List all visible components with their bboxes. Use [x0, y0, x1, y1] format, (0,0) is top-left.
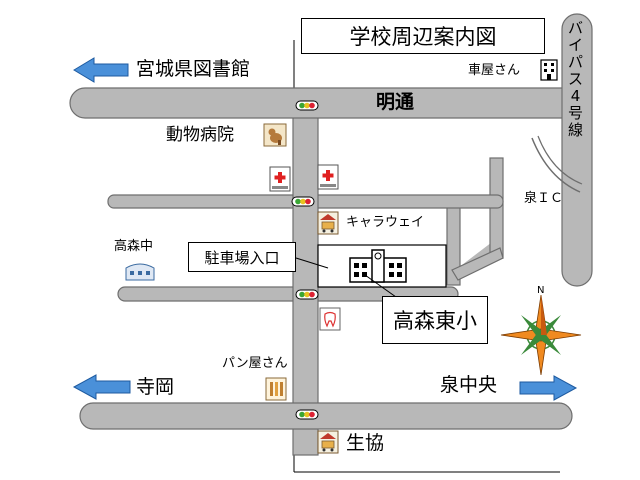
traffic-light-icon: [291, 196, 315, 207]
shop-icon: [317, 211, 339, 235]
arrow-left-icon: [72, 374, 131, 400]
place-caraway: キャラウェイ: [346, 215, 425, 230]
building-icon: [125, 263, 155, 281]
bypass-char: イ: [568, 36, 584, 54]
shop-icon: [317, 430, 339, 454]
bypass-char: 号: [568, 104, 584, 122]
direction-teraoka: 寺岡: [136, 376, 175, 398]
bakery-icon: [265, 377, 287, 401]
compass-icon: [500, 294, 582, 376]
arrow-right-icon: [519, 375, 578, 401]
bypass-char: パ: [568, 53, 584, 71]
compass-north-label: N: [537, 285, 545, 296]
road-bypass-label: バ イ パ ス 4 号 線: [568, 20, 583, 139]
school-building-icon: [349, 249, 407, 283]
main-road-vertical: [292, 99, 319, 456]
school-label: 高森東小: [382, 296, 488, 344]
place-kurumaya: 車屋さん: [468, 63, 521, 78]
school-pointer: [364, 274, 397, 298]
direction-izumi-chuo: 泉中央: [440, 374, 498, 396]
traffic-light-icon: [295, 409, 319, 420]
place-animal-hospital: 動物病院: [166, 125, 234, 145]
road-bypass: [561, 13, 593, 287]
road-meidori: [69, 87, 591, 119]
hospital-icon: [317, 164, 339, 190]
bypass-char: バ: [568, 19, 584, 37]
side-road-diagonal-link: [451, 247, 504, 281]
bypass-char: 線: [568, 121, 584, 139]
arrow-left-icon: [73, 57, 129, 83]
place-coop: 生協: [346, 432, 385, 454]
parking-entrance-label: 駐車場入口: [188, 242, 296, 272]
direction-library: 宮城県図書館: [136, 58, 251, 80]
place-bakery: パン屋さん: [222, 356, 288, 371]
dog-icon: [263, 123, 287, 147]
map-title: 学校周辺案内図: [301, 18, 545, 54]
place-takamori-chu: 高森中: [114, 239, 154, 254]
place-izumi-ic: 泉ＩＣ: [524, 191, 564, 206]
ic-ramp-inner: [537, 135, 583, 185]
tooth-icon: [319, 307, 341, 331]
road-bottom: [79, 402, 573, 430]
road-meidori-label: 明通: [376, 91, 415, 113]
traffic-light-icon: [295, 100, 319, 111]
ic-ramp: [531, 137, 581, 193]
hospital-icon: [269, 166, 291, 192]
side-road-row2: [117, 286, 459, 302]
traffic-light-icon: [295, 289, 319, 300]
office-building-icon: [540, 59, 558, 81]
bypass-char: 4: [570, 87, 581, 105]
bypass-char: ス: [568, 70, 584, 88]
parking-pointer: [295, 257, 329, 269]
